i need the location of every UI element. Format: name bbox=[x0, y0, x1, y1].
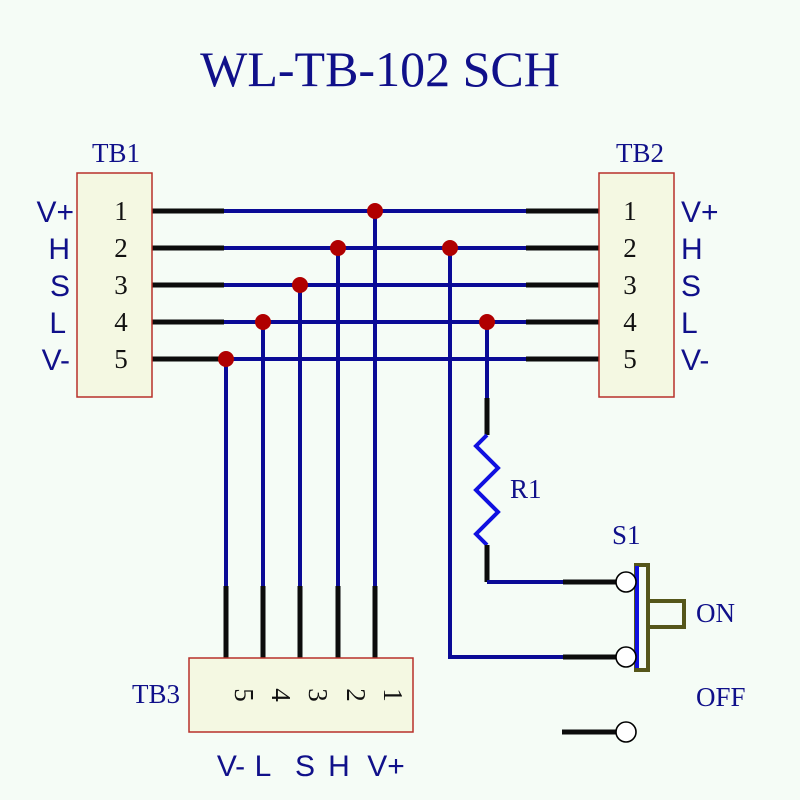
tb3-pin-number: 1 bbox=[378, 688, 408, 702]
tb3-signal-label: S bbox=[295, 750, 315, 783]
tb3-drop-wires bbox=[224, 211, 377, 588]
tb2-ref-label: TB2 bbox=[616, 138, 664, 168]
connector-tb3: TB3 5 4 3 2 1 V- L S H V+ bbox=[132, 657, 414, 783]
tb3-leads bbox=[223, 586, 378, 659]
junction-dot bbox=[367, 203, 383, 219]
tb1-signal-label: S bbox=[50, 270, 70, 303]
tb2-pin-number: 5 bbox=[623, 344, 637, 374]
tb3-signal-label: L bbox=[255, 750, 272, 783]
tb3-body bbox=[188, 657, 414, 733]
junction-dot bbox=[479, 314, 495, 330]
junction-dot bbox=[255, 314, 271, 330]
tb2-body bbox=[598, 172, 675, 398]
tb1-signal-label: H bbox=[48, 233, 70, 266]
tb2-signal-label: V+ bbox=[681, 196, 719, 229]
s1-ref-label: S1 bbox=[612, 520, 641, 550]
junctions bbox=[218, 203, 495, 367]
connector-tb2: TB2 1 2 3 4 5 V+ H S L V- bbox=[598, 138, 719, 398]
switch-s1[interactable] bbox=[615, 563, 686, 672]
tb1-pin-number: 5 bbox=[114, 344, 128, 374]
resistor-r1-body bbox=[473, 433, 501, 547]
tb2-pin-number: 4 bbox=[623, 307, 637, 337]
tb1-pin-number: 1 bbox=[114, 196, 128, 226]
tb1-signal-label: L bbox=[49, 307, 66, 340]
tb1-pin-number: 3 bbox=[114, 270, 128, 300]
tb1-leads bbox=[150, 208, 224, 362]
r1-ref-label: R1 bbox=[510, 474, 542, 504]
tb2-signal-label: L bbox=[681, 307, 698, 340]
tb3-signal-label: V- bbox=[217, 750, 245, 783]
tb3-ref-label: TB3 bbox=[132, 679, 180, 709]
switch-off-label: OFF bbox=[696, 682, 746, 712]
switch-slider-knob[interactable] bbox=[646, 599, 686, 629]
junction-dot bbox=[218, 351, 234, 367]
tb2-pin-number: 1 bbox=[623, 196, 637, 226]
tb2-signal-label: V- bbox=[681, 344, 709, 377]
tb3-pin-number: 4 bbox=[266, 688, 296, 702]
tb3-signal-label: V+ bbox=[367, 750, 405, 783]
tb2-signal-label: H bbox=[681, 233, 703, 266]
tb3-pin-number: 5 bbox=[229, 688, 259, 702]
schematic-title: WL-TB-102 SCH bbox=[200, 41, 560, 97]
tb1-body bbox=[76, 172, 153, 398]
tb2-signal-label: S bbox=[681, 270, 701, 303]
tb1-ref-label: TB1 bbox=[92, 138, 140, 168]
junction-dot bbox=[442, 240, 458, 256]
tb2-pin-number: 2 bbox=[623, 233, 637, 263]
switch-terminal-lower bbox=[615, 646, 637, 668]
tb3-signal-label: H bbox=[328, 750, 350, 783]
wire-h-to-switch bbox=[448, 248, 565, 659]
tb3-pin-number: 3 bbox=[303, 688, 333, 702]
tb1-signal-label: V+ bbox=[36, 196, 74, 229]
tb2-pin-number: 3 bbox=[623, 270, 637, 300]
junction-dot bbox=[292, 277, 308, 293]
connector-tb1: TB1 1 2 3 4 5 V+ H S L V- bbox=[36, 138, 153, 398]
tb1-pin-number: 2 bbox=[114, 233, 128, 263]
junction-dot bbox=[330, 240, 346, 256]
tb1-pin-number: 4 bbox=[114, 307, 128, 337]
tb2-leads bbox=[526, 208, 600, 362]
tb3-pin-number: 2 bbox=[341, 688, 371, 702]
switch-terminal-upper bbox=[615, 571, 637, 593]
switch-on-label: ON bbox=[696, 598, 735, 628]
switch-terminal-off bbox=[615, 721, 637, 743]
tb1-signal-label: V- bbox=[42, 344, 70, 377]
